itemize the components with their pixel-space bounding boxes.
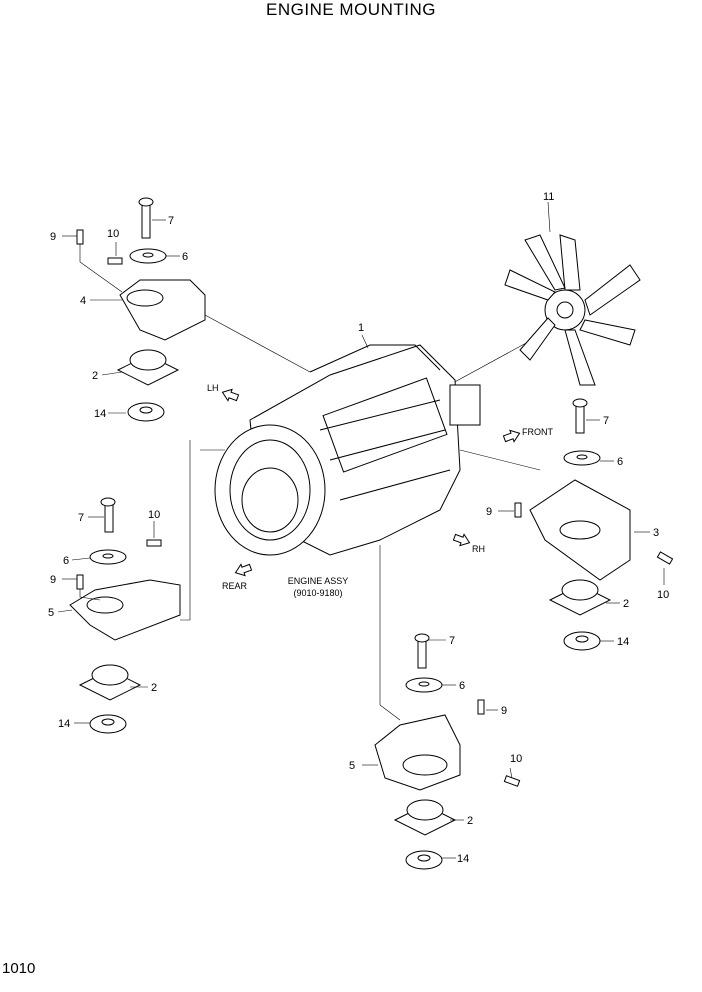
mount-group-lower-left (69, 497, 181, 734)
engine-assy-range: (9010-9180) (293, 588, 342, 598)
callout-6: 6 (617, 456, 623, 468)
page-title: ENGINE MOUNTING (266, 0, 436, 19)
callout-9: 9 (50, 231, 56, 243)
callout-14: 14 (58, 718, 70, 730)
callout-6: 6 (459, 680, 465, 692)
assembly-lines (180, 314, 551, 721)
arrow-rh-icon (452, 533, 471, 547)
arrow-rear-icon (234, 563, 253, 577)
callout-2: 2 (467, 815, 473, 827)
engine-assembly (214, 344, 481, 556)
callout-10: 10 (148, 509, 160, 521)
cooling-fan (504, 234, 641, 386)
callout-14: 14 (94, 408, 106, 420)
engine-assy-label: ENGINE ASSY (288, 576, 349, 586)
callout-10: 10 (107, 228, 119, 240)
callout-7: 7 (168, 215, 174, 227)
mount-group-lower-center (374, 633, 521, 870)
callout-6: 6 (63, 555, 69, 567)
arrow-lh-icon (221, 388, 240, 402)
direction-front: FRONT (522, 427, 553, 437)
callout-leaders (57, 201, 665, 859)
callout-7: 7 (603, 415, 609, 427)
arrow-front-icon (502, 429, 521, 443)
callout-7: 7 (78, 512, 84, 524)
callout-4: 4 (80, 295, 86, 307)
callout-9: 9 (50, 574, 56, 586)
callout-14: 14 (457, 853, 469, 865)
direction-rear: REAR (222, 581, 248, 591)
callout-6: 6 (182, 251, 188, 263)
callout-1: 1 (358, 322, 364, 334)
direction-lh: LH (207, 383, 219, 393)
callout-9: 9 (486, 506, 492, 518)
callout-14: 14 (617, 636, 629, 648)
callout-3: 3 (653, 527, 659, 539)
direction-rh: RH (472, 544, 485, 554)
callout-11: 11 (543, 191, 554, 203)
callout-10: 10 (657, 589, 669, 601)
callout-9: 9 (501, 705, 507, 717)
callout-7: 7 (449, 635, 455, 647)
callout-2: 2 (151, 682, 157, 694)
callout-10: 10 (510, 753, 522, 765)
callout-5: 5 (349, 760, 355, 772)
mount-group-right (514, 398, 674, 651)
labels: 7 6 9 10 4 2 14 1 11 LH FRONT REAR RH EN… (48, 191, 669, 865)
callout-5: 5 (48, 607, 54, 619)
callout-2: 2 (623, 598, 629, 610)
callout-2: 2 (92, 370, 98, 382)
page-number: 1010 (2, 960, 36, 977)
direction-arrows (221, 388, 521, 577)
mount-group-upper-left (76, 197, 206, 422)
